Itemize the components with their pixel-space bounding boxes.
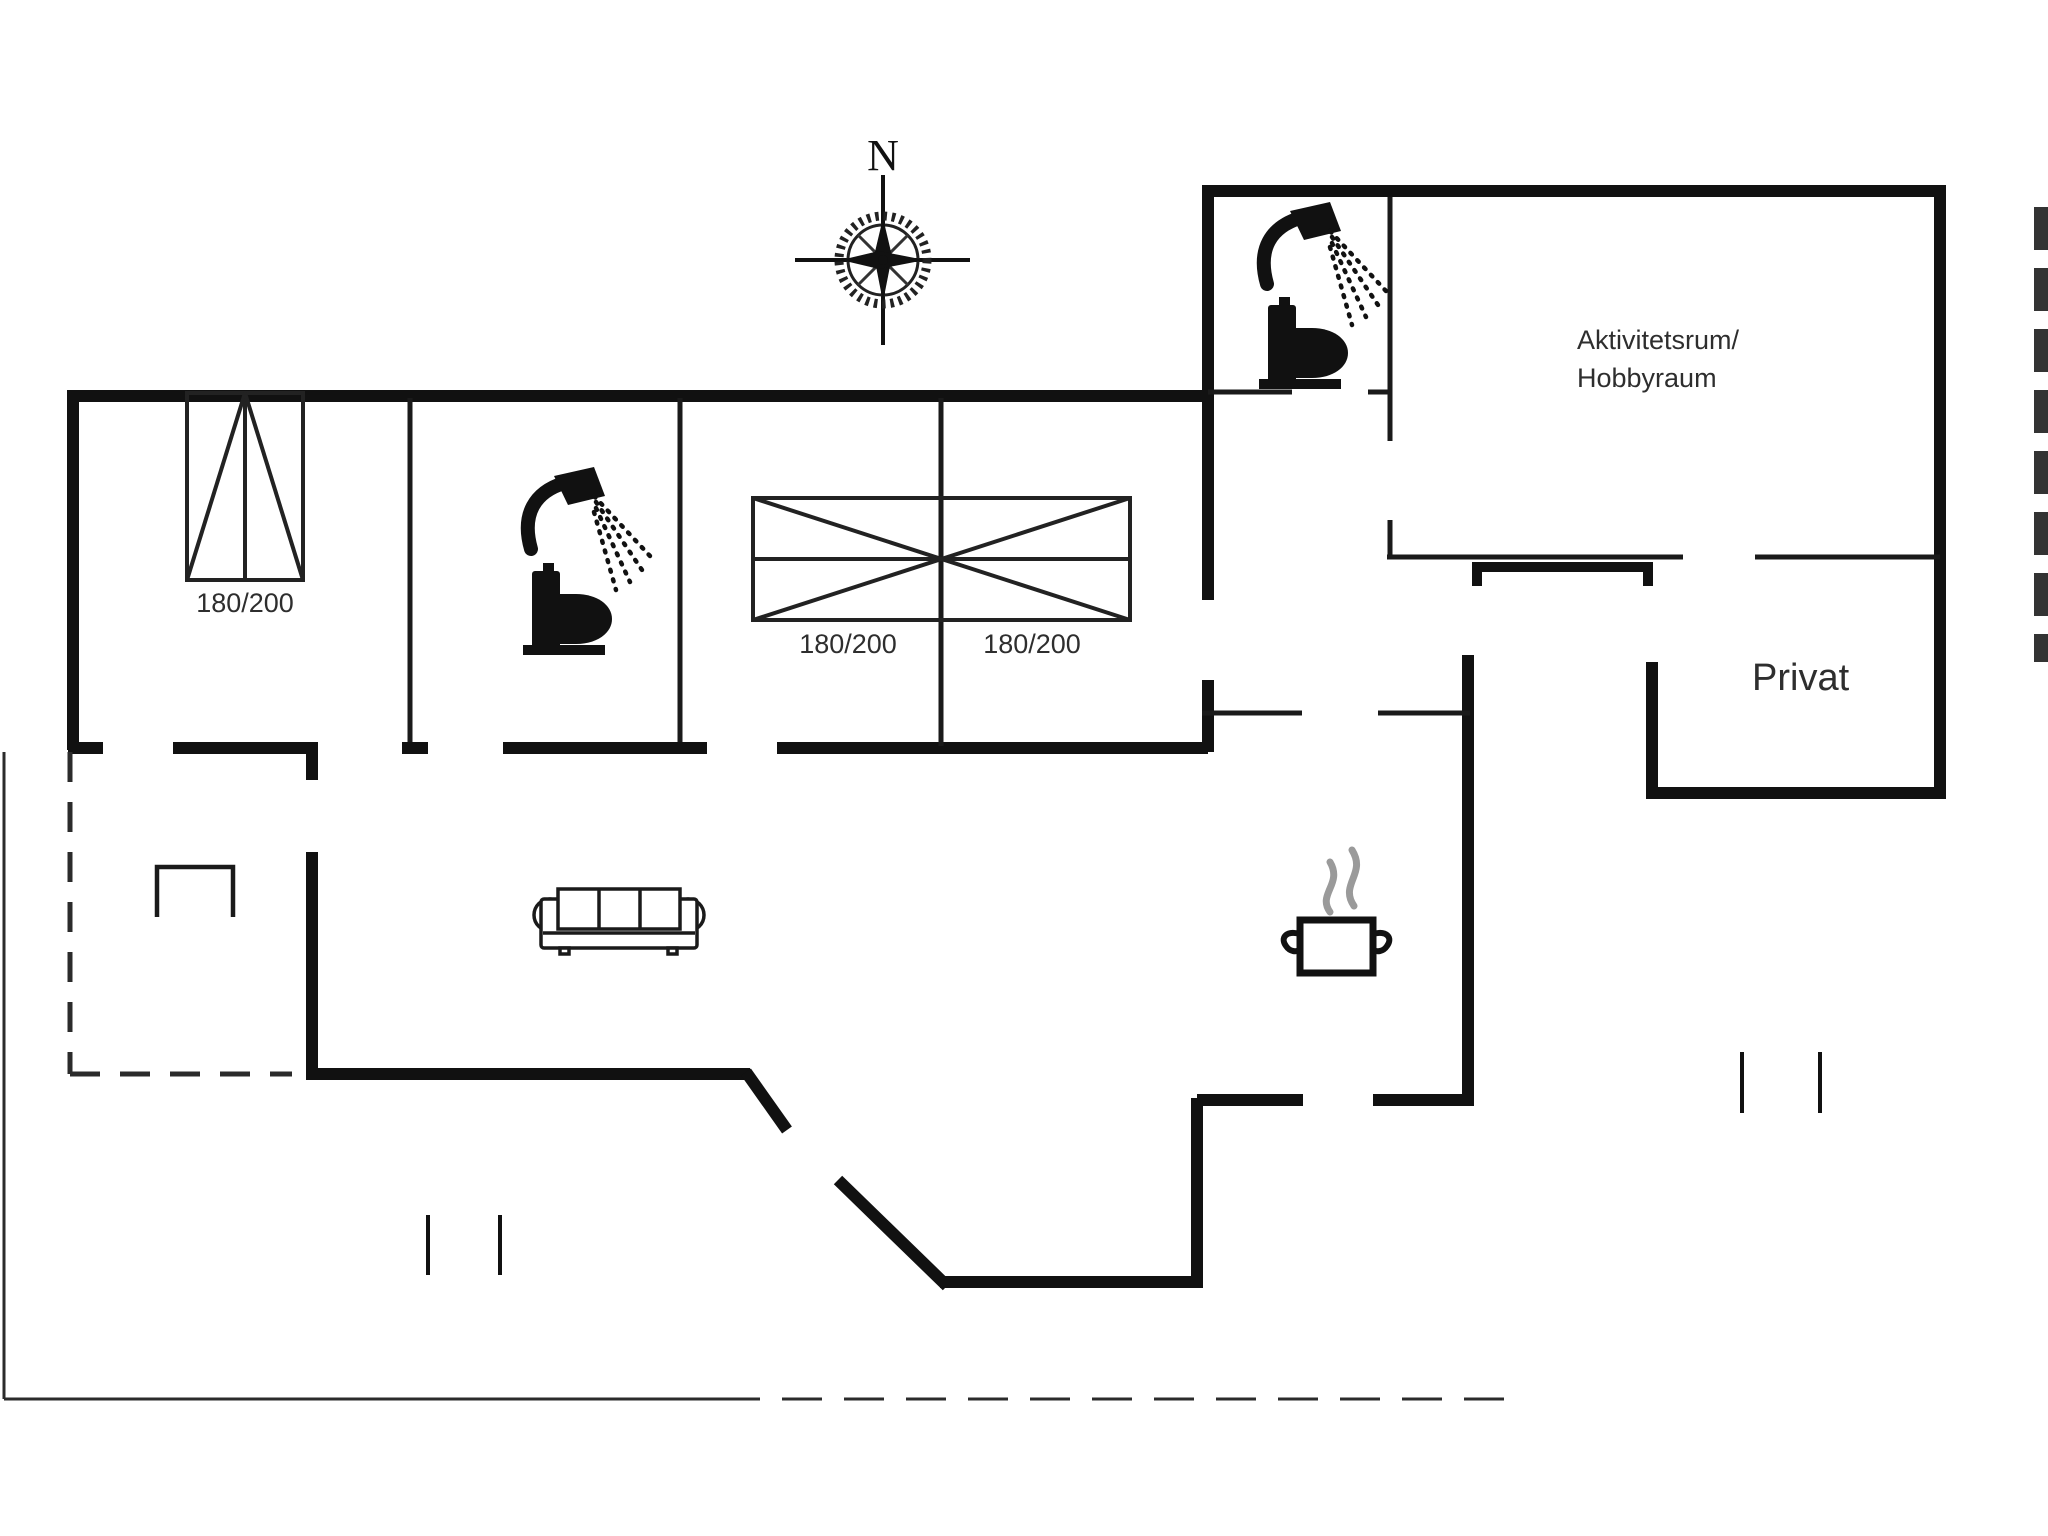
private-room-label: Privat: [1752, 657, 1850, 699]
terrace-outline: [2, 752, 1505, 1401]
window-ticks: [426, 1052, 1822, 1275]
bed-size-label: 180/200: [799, 629, 897, 659]
fireplace-symbol: [154, 864, 236, 917]
activity-room-label-line1: Aktivitetsrum/: [1577, 325, 1740, 355]
cooking-pot-icon: [1280, 846, 1393, 977]
double-bed-symbol: [751, 496, 1132, 622]
toilet-icon: [1259, 297, 1348, 389]
activity-room-label-line2: Hobbyraum: [1577, 363, 1717, 393]
interior-walls: [407, 197, 1940, 746]
wardrobe-symbol: [1472, 562, 1653, 586]
sofa-icon: [532, 887, 706, 956]
single-bed-window-symbol: [185, 391, 305, 582]
bed-size-label: 180/200: [196, 588, 294, 618]
toilet-icon: [523, 563, 612, 655]
north-label: N: [867, 131, 899, 180]
bed-size-label: 180/200: [983, 629, 1081, 659]
steam-icon: [1322, 846, 1361, 916]
compass-rose-icon: N: [795, 131, 970, 345]
